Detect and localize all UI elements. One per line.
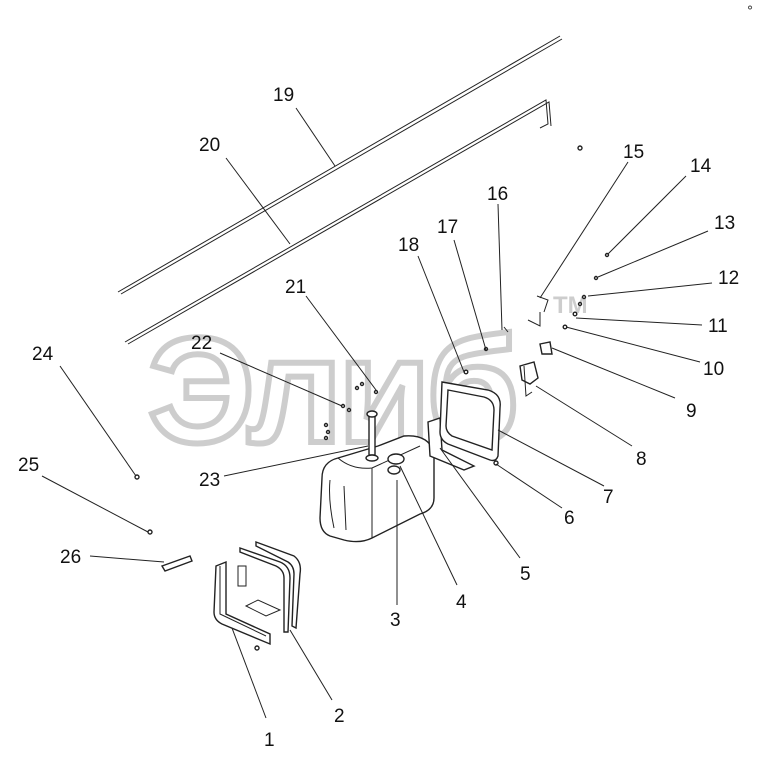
part-20-bracket-rod (124, 99, 552, 345)
callout-15: 15 (623, 142, 644, 163)
part-18-nut (463, 369, 469, 375)
part-25-bolt (147, 529, 153, 535)
part-23-sender (365, 410, 379, 462)
callout-7: 7 (603, 487, 614, 508)
part-16-pin (503, 326, 509, 333)
part-1-front-frame (213, 560, 271, 646)
callout-21: 21 (285, 277, 306, 298)
callout-22: 22 (191, 333, 212, 354)
callout-9: 9 (686, 401, 697, 422)
part-11-washer (572, 311, 578, 317)
part-19-long-rod (117, 35, 563, 295)
callout-24: 24 (32, 344, 54, 365)
part-26-strip (160, 555, 193, 572)
part-3-fuel-tank (319, 435, 435, 543)
part-7-frame (439, 381, 501, 462)
callout-23: 23 (199, 470, 220, 491)
callout-20: 20 (199, 135, 220, 156)
part-15-bracket (536, 295, 549, 313)
callout-16: 16 (487, 184, 508, 205)
corner-mark: ⚬ (745, 1, 755, 15)
small-hardware (134, 145, 610, 651)
callout-1: 1 (264, 730, 275, 751)
leader-lines (41, 107, 713, 719)
part-13-screw (593, 275, 599, 281)
part-21-bolt (373, 389, 379, 395)
callout-6: 6 (564, 508, 575, 529)
watermark: Элиб TM (145, 292, 588, 477)
callout-12: 12 (718, 268, 739, 289)
callout-13: 13 (714, 213, 735, 234)
part-9-clip (539, 341, 553, 355)
callout-25: 25 (18, 455, 39, 476)
callout-19: 19 (273, 85, 294, 106)
part-6-bolt (493, 460, 499, 466)
part-15-bracket-b (527, 312, 541, 327)
hardware-dot (577, 145, 583, 151)
callout-11: 11 (708, 316, 728, 337)
callout-17: 17 (437, 217, 458, 238)
part-14-screw (604, 252, 610, 258)
callout-labels: 1 2 3 4 5 6 7 8 9 10 11 12 13 14 15 16 1… (18, 85, 739, 751)
part-4-filler-cap (387, 453, 405, 475)
callout-5: 5 (520, 564, 531, 585)
callout-2: 2 (334, 706, 345, 727)
callout-8: 8 (636, 449, 647, 470)
callout-14: 14 (690, 156, 712, 177)
callout-10: 10 (703, 359, 724, 380)
callout-26: 26 (60, 547, 81, 568)
part-12-bolt (577, 301, 583, 307)
callout-18: 18 (398, 235, 419, 256)
part-8-valve (519, 361, 539, 397)
callout-4: 4 (456, 592, 467, 613)
part-2-rear-frame (237, 540, 302, 633)
callout-3: 3 (390, 610, 401, 631)
